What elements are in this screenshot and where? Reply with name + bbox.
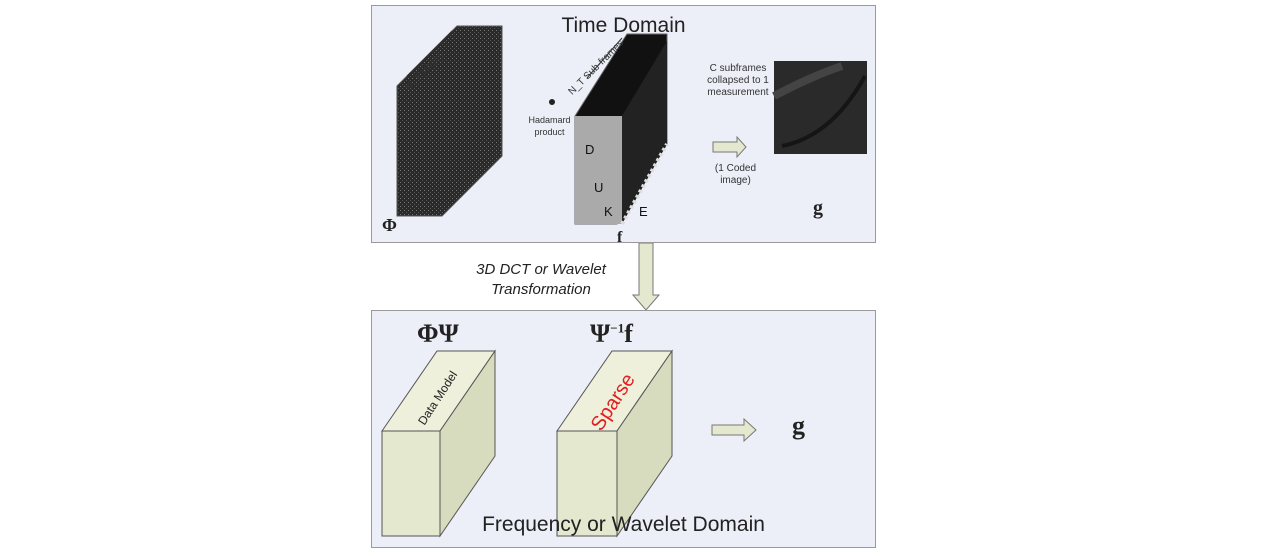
frequency-domain-title: Frequency or Wavelet Domain [482, 513, 765, 536]
svg-text:D: D [585, 142, 594, 157]
svg-text:U: U [594, 180, 603, 195]
time-domain-panel: Time Domain Φ D U K E f g N_T Masks N_T … [371, 5, 876, 244]
g-symbol-bottom: g [792, 411, 805, 440]
transform-label: 3D DCT or Wavelet Transformation [476, 261, 606, 298]
data-model-box [381, 349, 496, 538]
phipsi-symbol: ΦΨ [417, 319, 459, 348]
g-symbol: g [813, 197, 823, 219]
frequency-domain-figure [381, 349, 757, 538]
collapse-arrow [712, 135, 747, 159]
mask-stack [396, 25, 503, 217]
time-domain-title: Time Domain [561, 14, 686, 37]
svg-text:E: E [639, 204, 648, 219]
subframe-stack [574, 33, 669, 225]
collapse-label: C subframes collapsed to 1 measurement [707, 63, 769, 98]
phi-symbol: Φ [382, 215, 397, 235]
hadamard-dot [549, 99, 555, 105]
time-domain-figure: Φ D U K E f g [382, 25, 867, 244]
frequency-domain-panel: ΦΨ Ψ−1f Data Model Sparse g Frequency or… [371, 310, 876, 548]
coded-label: (1 Coded image) [714, 163, 757, 186]
transform-arrow [632, 243, 660, 311]
hadamard-label: Hadamard product [528, 115, 571, 137]
psi-inverse-f-symbol: Ψ−1f [590, 319, 633, 348]
sparse-box [556, 349, 673, 538]
measurement-arrow [711, 417, 757, 443]
svg-text:K: K [604, 204, 613, 219]
f-symbol: f [617, 229, 623, 244]
